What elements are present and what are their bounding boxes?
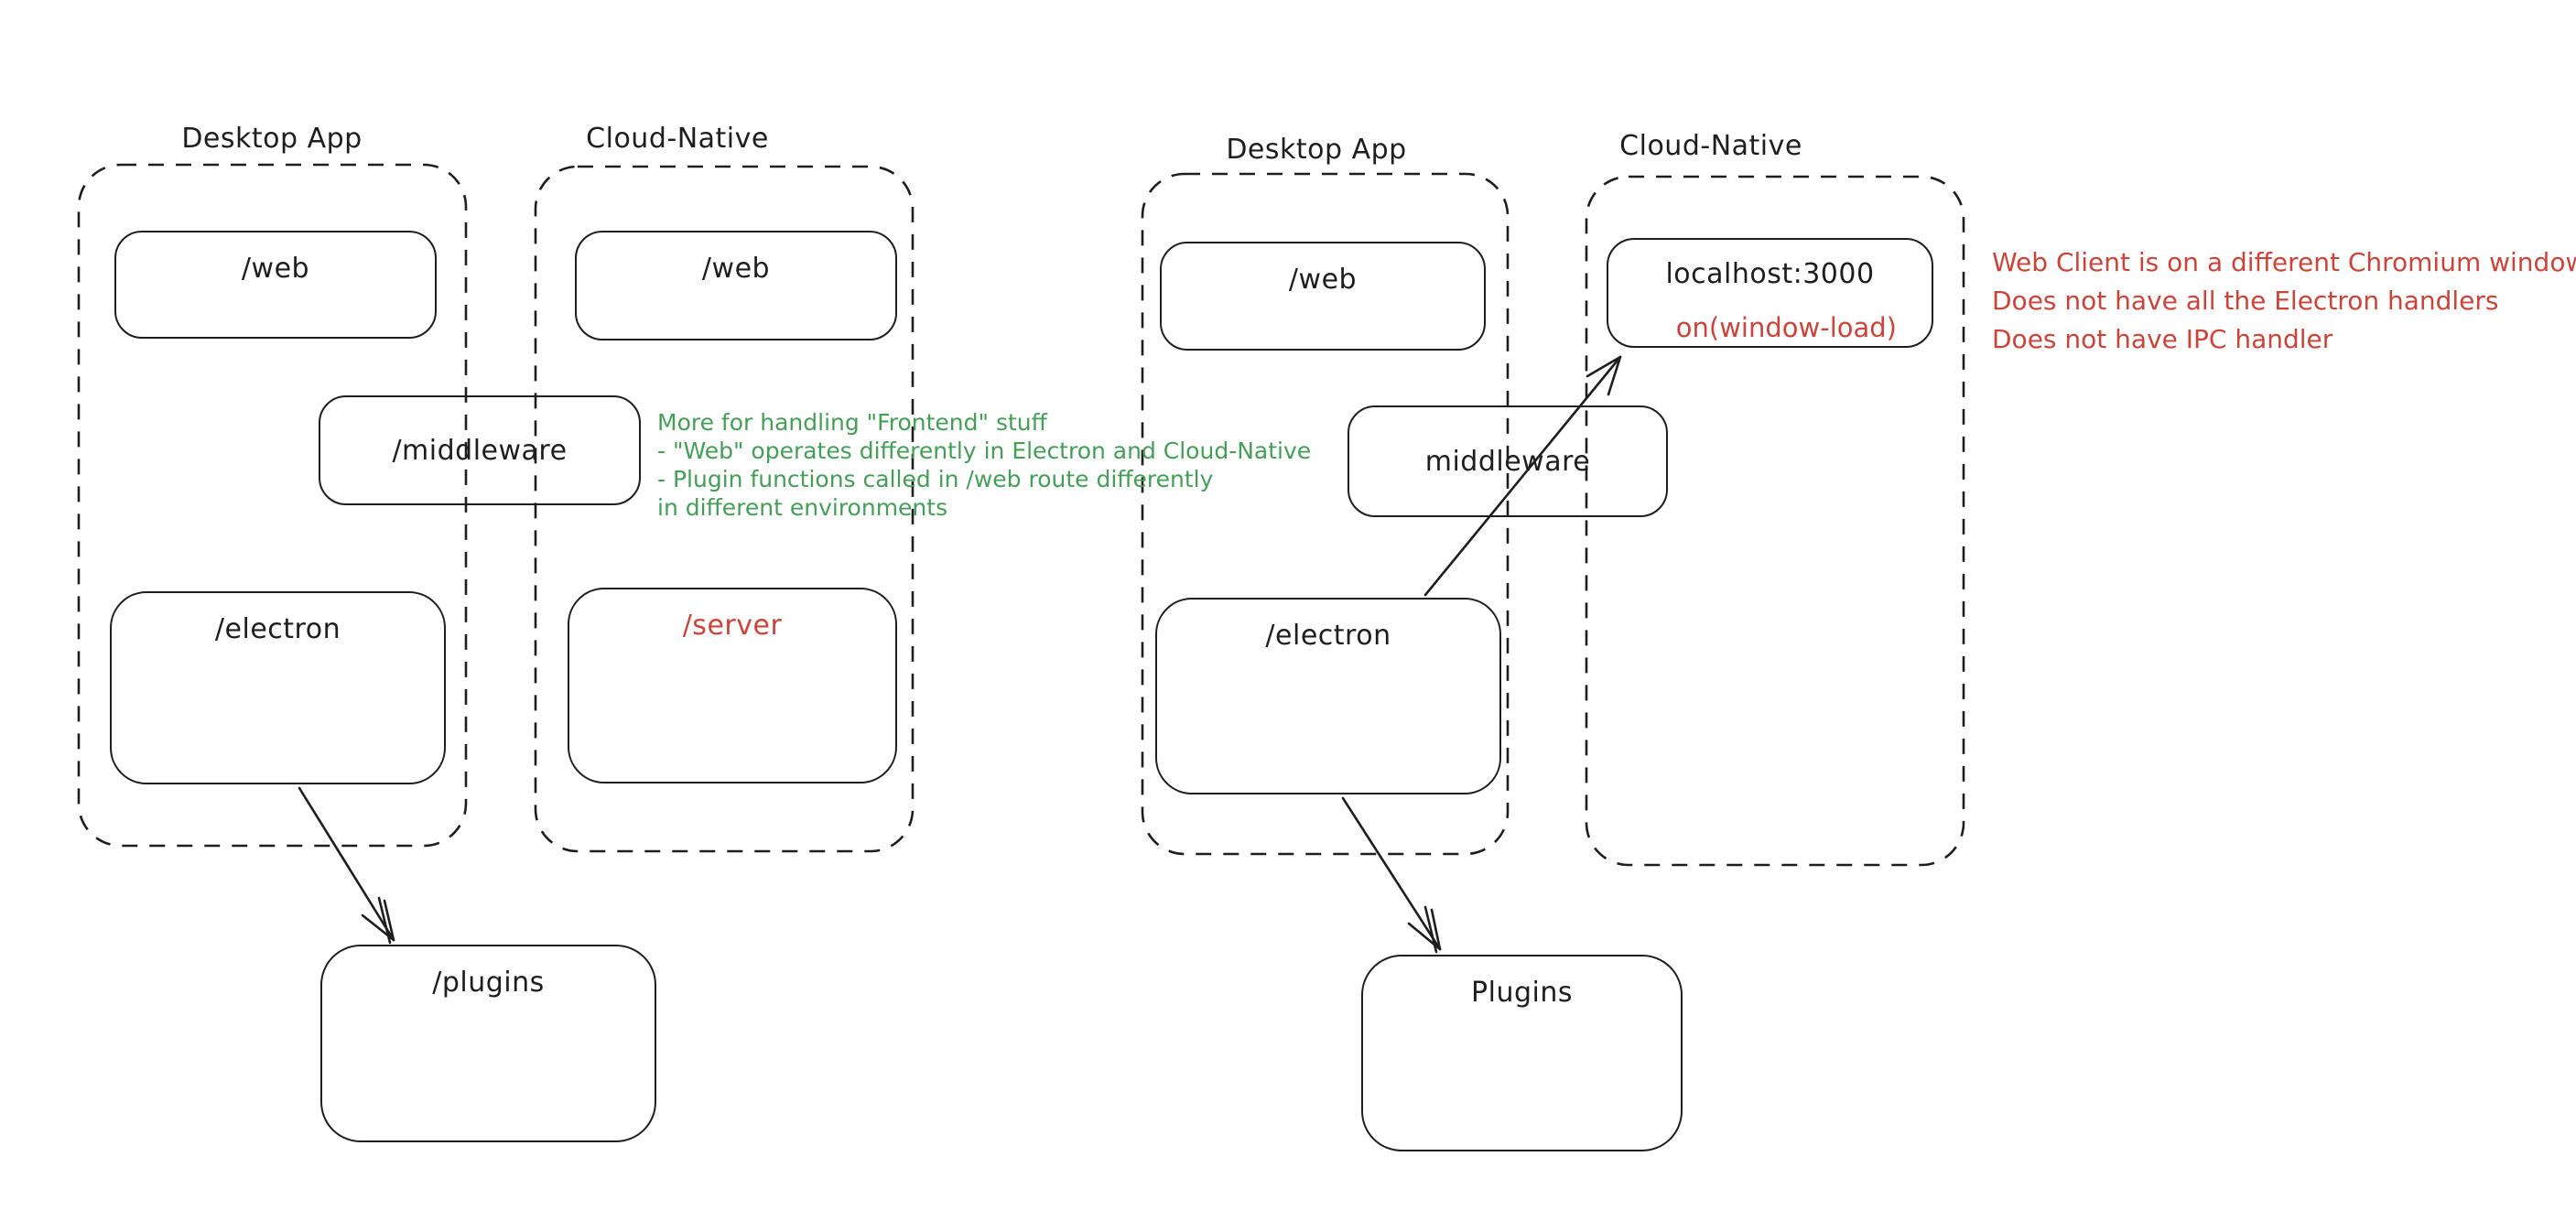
left-server-label: /server — [682, 610, 783, 642]
right-cloud-native-title[interactable]: Cloud-Native — [1619, 130, 1802, 162]
left-web-desktop-box[interactable]: /web — [114, 231, 437, 339]
right-desktop-app-title[interactable]: Desktop App — [1226, 134, 1407, 166]
left-note-green[interactable]: More for handling "Frontend" stuff - "We… — [657, 408, 1311, 522]
right-web-desktop-box[interactable]: /web — [1160, 242, 1486, 351]
right-middleware-label: middleware — [1424, 445, 1591, 478]
left-note-line-4: in different environments — [657, 494, 948, 521]
left-note-line-2: - "Web" operates differently in Electron… — [657, 438, 1312, 464]
right-note-line-2: Does not have all the Electron handlers — [1992, 286, 2499, 316]
left-web-cloud-label: /web — [701, 253, 771, 285]
right-localhost-box[interactable]: localhost:3000 on(window-load) — [1607, 238, 1933, 348]
left-plugins-box[interactable]: /plugins — [320, 945, 656, 1142]
left-web-cloud-box[interactable]: /web — [575, 231, 897, 340]
left-note-line-1: More for handling "Frontend" stuff — [657, 409, 1047, 436]
right-note-line-1: Web Client is on a different Chromium wi… — [1992, 247, 2576, 277]
right-plugins-label: Plugins — [1471, 977, 1573, 1009]
left-desktop-app-container[interactable] — [77, 163, 468, 848]
right-note-red[interactable]: Web Client is on a different Chromium wi… — [1992, 243, 2576, 359]
left-plugins-label: /plugins — [432, 967, 545, 999]
right-electron-label: /electron — [1265, 620, 1391, 652]
left-electron-box[interactable]: /electron — [110, 591, 446, 784]
left-cloud-native-title[interactable]: Cloud-Native — [586, 123, 769, 155]
left-server-box[interactable]: /server — [568, 588, 897, 784]
right-electron-box[interactable]: /electron — [1155, 598, 1501, 794]
right-localhost-label: localhost:3000 — [1665, 258, 1875, 290]
left-middleware-label: /middleware — [392, 434, 568, 467]
left-middleware-box[interactable]: /middleware — [319, 395, 641, 505]
left-electron-label: /electron — [214, 613, 341, 645]
right-note-line-3: Does not have IPC handler — [1992, 324, 2333, 354]
right-web-desktop-label: /web — [1288, 264, 1358, 296]
left-cloud-native-container[interactable] — [534, 165, 915, 853]
right-plugins-box[interactable]: Plugins — [1361, 955, 1683, 1151]
left-note-line-3: - Plugin functions called in /web route … — [657, 466, 1214, 492]
left-desktop-app-title[interactable]: Desktop App — [181, 123, 363, 155]
right-middleware-box[interactable]: middleware — [1348, 405, 1668, 517]
left-web-desktop-label: /web — [241, 253, 310, 285]
right-localhost-sub-label: on(window-load) — [1675, 312, 1897, 343]
